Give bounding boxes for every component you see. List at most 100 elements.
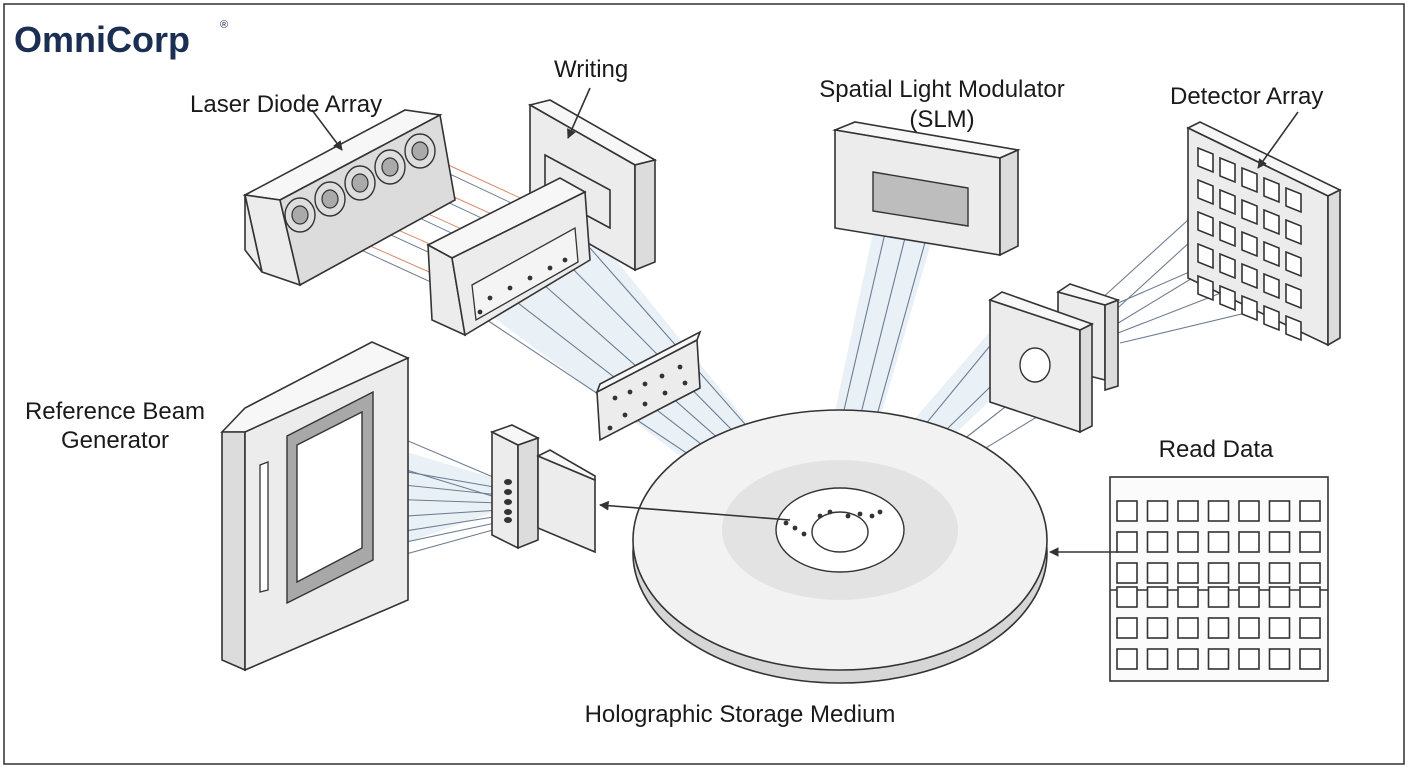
read-data-cell bbox=[1177, 648, 1199, 670]
detector-label-leader bbox=[1257, 111, 1299, 169]
read-data-cell bbox=[1146, 617, 1169, 639]
beam-splitter-plate bbox=[595, 330, 702, 442]
detector-array bbox=[1186, 121, 1342, 347]
read-data-cell bbox=[1207, 586, 1230, 608]
read-data-cell bbox=[1177, 500, 1199, 522]
connector-arrows bbox=[311, 87, 1299, 557]
detector-cell bbox=[1241, 166, 1258, 194]
read-data-cell bbox=[1116, 531, 1138, 553]
read-data-cell bbox=[1268, 586, 1291, 608]
read-data-cell bbox=[1207, 500, 1230, 522]
detector-cell bbox=[1285, 186, 1302, 214]
spatial-light-modulator bbox=[832, 121, 1021, 257]
read-data-cell bbox=[1116, 500, 1138, 522]
detector-cell bbox=[1219, 188, 1236, 216]
detector-cell-grid bbox=[1197, 146, 1302, 342]
read-data-cell bbox=[1146, 586, 1169, 608]
detector-cell bbox=[1219, 252, 1236, 280]
read-data-cell bbox=[1207, 617, 1230, 639]
read-data-cell bbox=[1177, 617, 1199, 639]
read-data-cell bbox=[1146, 562, 1169, 584]
fourier-filter-plates bbox=[988, 283, 1121, 434]
writing-module bbox=[426, 99, 658, 337]
read-data-cell bbox=[1207, 562, 1230, 584]
read-data-cell bbox=[1299, 586, 1321, 608]
detector-cell bbox=[1197, 274, 1214, 302]
writing-label-leader bbox=[567, 87, 591, 139]
detector-cell bbox=[1197, 178, 1214, 206]
label-writing: Writing bbox=[554, 56, 628, 83]
detector-cell bbox=[1197, 146, 1214, 174]
detector-cell bbox=[1285, 314, 1302, 342]
read-data-cell bbox=[1268, 531, 1291, 553]
detector-cell bbox=[1285, 250, 1302, 278]
read-data-cell bbox=[1299, 648, 1321, 670]
brand-registered-mark: ® bbox=[220, 19, 228, 31]
read-data-cell bbox=[1238, 531, 1260, 553]
detector-cell bbox=[1219, 220, 1236, 248]
read-data-cell bbox=[1177, 531, 1199, 553]
label-laser-diode-array: Laser Diode Array bbox=[190, 91, 382, 118]
read-data-cell bbox=[1116, 586, 1138, 608]
detector-cell bbox=[1285, 282, 1302, 310]
label-reference-line1: Reference Beam bbox=[25, 398, 205, 425]
read-data-cell bbox=[1299, 617, 1321, 639]
read-data-cell bbox=[1238, 500, 1260, 522]
detector-cell bbox=[1219, 284, 1236, 312]
beam-shaper-block bbox=[489, 424, 596, 554]
read-data-cell bbox=[1207, 531, 1230, 553]
holographic-storage-disc bbox=[632, 409, 1048, 684]
frame-border bbox=[3, 3, 1405, 765]
detector-cell bbox=[1285, 218, 1302, 246]
label-slm-line2: (SLM) bbox=[909, 106, 974, 133]
label-holographic-storage-medium: Holographic Storage Medium bbox=[585, 701, 896, 728]
detector-cell bbox=[1263, 208, 1280, 236]
disc-to-shaper-arrow bbox=[599, 500, 791, 521]
read-data-cell bbox=[1268, 617, 1291, 639]
detector-cell bbox=[1241, 230, 1258, 258]
read-data-cell bbox=[1268, 648, 1291, 670]
labels: Laser Diode Array Writing Spatial Light … bbox=[25, 56, 1323, 728]
read-data-cell bbox=[1207, 648, 1230, 670]
read-data-cell bbox=[1268, 500, 1291, 522]
brand-name: OmniCorp bbox=[14, 19, 190, 60]
detector-cell bbox=[1263, 272, 1280, 300]
read-data-cell bbox=[1299, 531, 1321, 553]
detector-cell bbox=[1241, 294, 1258, 322]
detector-cell bbox=[1241, 198, 1258, 226]
read-data-cell bbox=[1238, 562, 1260, 584]
read-data-cell bbox=[1146, 500, 1169, 522]
label-slm-line1: Spatial Light Modulator bbox=[819, 76, 1064, 103]
read-data-cell bbox=[1238, 617, 1260, 639]
read-data-cell bbox=[1146, 531, 1169, 553]
read-data-cell bbox=[1116, 648, 1138, 670]
read-data-cell bbox=[1116, 617, 1138, 639]
read-data-cell bbox=[1268, 562, 1291, 584]
reference-beam-generator bbox=[220, 341, 410, 672]
read-data-cell bbox=[1299, 500, 1321, 522]
read-data-cell bbox=[1238, 586, 1260, 608]
detector-cell bbox=[1263, 304, 1280, 332]
detector-cell bbox=[1263, 176, 1280, 204]
read-data-cells bbox=[1116, 500, 1321, 670]
read-data-cell bbox=[1146, 648, 1169, 670]
detector-cell bbox=[1197, 210, 1214, 238]
read-data-cell bbox=[1116, 562, 1138, 584]
laser-diode-array bbox=[242, 109, 456, 287]
laser-label-leader bbox=[311, 109, 343, 151]
detector-cell bbox=[1197, 242, 1214, 270]
label-read-data: Read Data bbox=[1159, 436, 1274, 463]
detector-cell bbox=[1263, 240, 1280, 268]
read-data-cell bbox=[1177, 562, 1199, 584]
label-reference-line2: Generator bbox=[61, 427, 169, 454]
label-detector-array: Detector Array bbox=[1170, 83, 1323, 110]
read-data-grid bbox=[1109, 476, 1329, 682]
read-data-cell bbox=[1299, 562, 1321, 584]
omnicorp-logo: OmniCorp ® bbox=[14, 19, 228, 60]
detector-cell bbox=[1241, 262, 1258, 290]
read-data-cell bbox=[1177, 586, 1199, 608]
read-data-cell bbox=[1238, 648, 1260, 670]
detector-cell bbox=[1219, 156, 1236, 184]
